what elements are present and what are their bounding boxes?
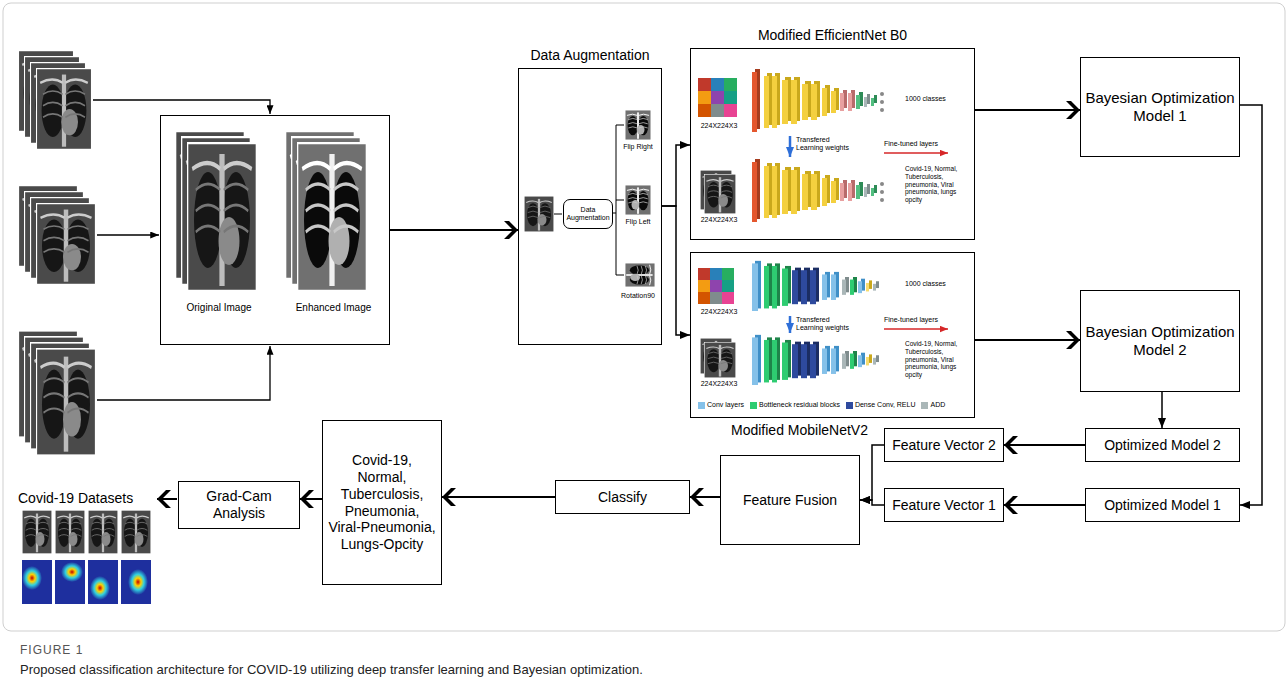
output-label: 1000 classes (905, 280, 965, 288)
model-box: Optimized Model 2 (1085, 428, 1240, 462)
augmentation-box: Data Augmentation (563, 199, 613, 229)
augmentation-label: Rotation90 (618, 292, 658, 300)
legend-text: Dense Conv, RELU (855, 401, 916, 409)
transfer-label: Transfered Learning weights (796, 316, 858, 333)
box-text: Feature Fusion (725, 492, 855, 509)
model-box: Optimized Model 1 (1085, 488, 1240, 522)
output-label: 1000 classes (905, 95, 965, 103)
feature-box: Feature Vector 1 (884, 488, 1004, 522)
chevron-arrow (1004, 504, 1085, 506)
dataset-label: Covid-19 Datasets (18, 490, 188, 507)
chevron-arrow (1004, 444, 1085, 446)
chevron-arrow (975, 339, 1080, 341)
legend-swatch (698, 402, 705, 409)
preprocess-panel: Original Image Enhanced Image (160, 115, 390, 345)
figure-caption: Proposed classification architecture for… (20, 662, 1270, 678)
output-classes-label: Covid-19, Normal, Tuberculosis, pneumoni… (905, 340, 969, 379)
box-text: Bayesian Optimization Model 1 (1085, 89, 1235, 125)
box-text: Feature Vector 2 (889, 437, 999, 454)
legend-swatch (846, 402, 853, 409)
legend-swatch (921, 402, 928, 409)
legend-item: Conv layers (698, 401, 744, 409)
dataset-arrow (93, 100, 270, 400)
caption-text: Proposed classification architecture for… (20, 662, 1270, 678)
optimizer-box: Bayesian Optimization Model 1 (1080, 57, 1240, 157)
legend-text: Bottleneck residual blocks (759, 401, 840, 409)
box-text: Optimized Model 1 (1090, 497, 1235, 514)
dataset-xray-stack (18, 330, 96, 456)
box-text: Covid-19, Normal, Tuberculosis, Pneumoni… (327, 452, 437, 553)
augmentation-label: Flip Left (618, 218, 658, 226)
input-size-label: 224X224X3 (694, 122, 744, 130)
dataset-xray-stack (18, 185, 96, 285)
legend-text: ADD (930, 401, 945, 409)
panel-heading: Modified MobileNetV2 (731, 422, 868, 439)
fusion-box: Feature Fusion (720, 455, 860, 545)
dataset-xray-stack (18, 50, 92, 150)
network-panel: Modified MobileNetV2 (690, 252, 975, 418)
box-text: Data Augmentation (566, 206, 610, 223)
box-text: Classify (560, 489, 685, 506)
legend-item: ADD (921, 401, 945, 409)
transfer-label: Transfered Learning weights (796, 136, 858, 153)
box-text: Optimized Model 2 (1090, 437, 1235, 454)
chevron-arrow (690, 496, 720, 498)
output-classes-label: Covid-19, Normal, Tuberculosis, pneumoni… (905, 165, 969, 204)
legend-swatch (750, 402, 757, 409)
augmentation-panel: Data AugmentationData Augmentation (518, 68, 662, 345)
original-xray-stack (175, 130, 257, 292)
panel-heading: Modified EfficientNet B0 (758, 27, 907, 44)
box-text: Grad-Cam Analysis (183, 488, 295, 522)
legend-text: Conv layers (707, 401, 744, 409)
legend: Conv layers Bottleneck residual blocks Den… (698, 401, 945, 409)
chevron-arrow (442, 496, 555, 498)
figure-frame (3, 3, 1285, 631)
augmentation-label: Flip Right (618, 143, 658, 151)
connector-arrow (662, 206, 690, 335)
connector-arrow (1240, 105, 1262, 505)
input-size-label: 224X224X3 (694, 380, 744, 388)
box-text: Feature Vector 1 (889, 497, 999, 514)
figure-number: FIGURE 1 (20, 643, 220, 657)
fine-tune-label: Fine-tuned layers (884, 316, 954, 324)
gradcam-figure (22, 499, 177, 604)
optimizer-box: Bayesian Optimization Model 2 (1080, 290, 1240, 392)
enhanced-xray-stack (285, 130, 367, 292)
chevron-arrow (975, 109, 1080, 111)
process-box: Classify (555, 480, 690, 514)
fine-tune-label: Fine-tuned layers (884, 140, 954, 148)
augmentation-figure (524, 110, 655, 287)
connector-arrow (860, 445, 884, 500)
legend-item: Bottleneck residual blocks (750, 401, 840, 409)
class-list-box: Covid-19, Normal, Tuberculosis, Pneumoni… (322, 420, 442, 585)
process-box: Grad-Cam Analysis (178, 481, 300, 529)
box-text: Bayesian Optimization Model 2 (1085, 323, 1235, 359)
chevron-arrow (300, 498, 322, 500)
chevron-arrow (390, 229, 518, 231)
image-caption: Enhanced Image (281, 302, 386, 314)
input-size-label: 224X224X3 (694, 216, 744, 224)
connector-arrow (662, 145, 690, 206)
connector-arrow (860, 500, 884, 505)
feature-box: Feature Vector 2 (884, 428, 1004, 462)
input-size-label: 224X224X3 (694, 308, 744, 316)
connector-arrow (1161, 392, 1163, 428)
panel-heading: Data Augmentation (530, 47, 649, 64)
image-caption: Original Image (169, 302, 269, 314)
legend-item: Dense Conv, RELU (846, 401, 916, 409)
